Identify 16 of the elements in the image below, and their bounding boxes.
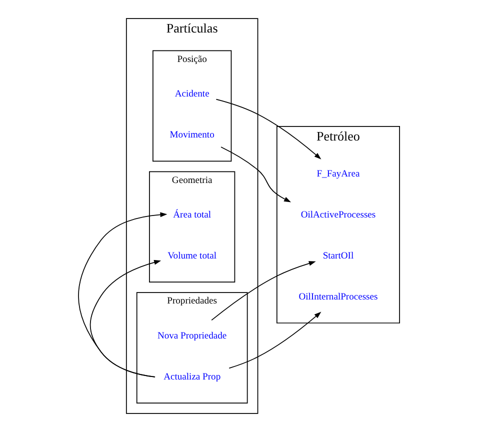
arrow (78, 212, 168, 378)
node-text: OilActiveProcesses (300, 210, 376, 221)
node-text: Acidente (174, 88, 210, 100)
node-text: Área total (173, 210, 212, 221)
node-text: Actualiza Prop (164, 371, 221, 382)
arrow (90, 260, 162, 378)
node-text: Movimento (170, 130, 214, 141)
node-text: F_FayArea (316, 168, 360, 180)
arrow (220, 146, 292, 202)
arrow (228, 312, 322, 369)
node-text: Nova Propriedade (157, 330, 227, 342)
node-text: OilInternalProcesses (298, 291, 378, 302)
node-text: Volume total (168, 250, 217, 262)
node-text: StartOIl (322, 250, 354, 262)
arrow (216, 98, 322, 160)
arrow (211, 261, 316, 321)
